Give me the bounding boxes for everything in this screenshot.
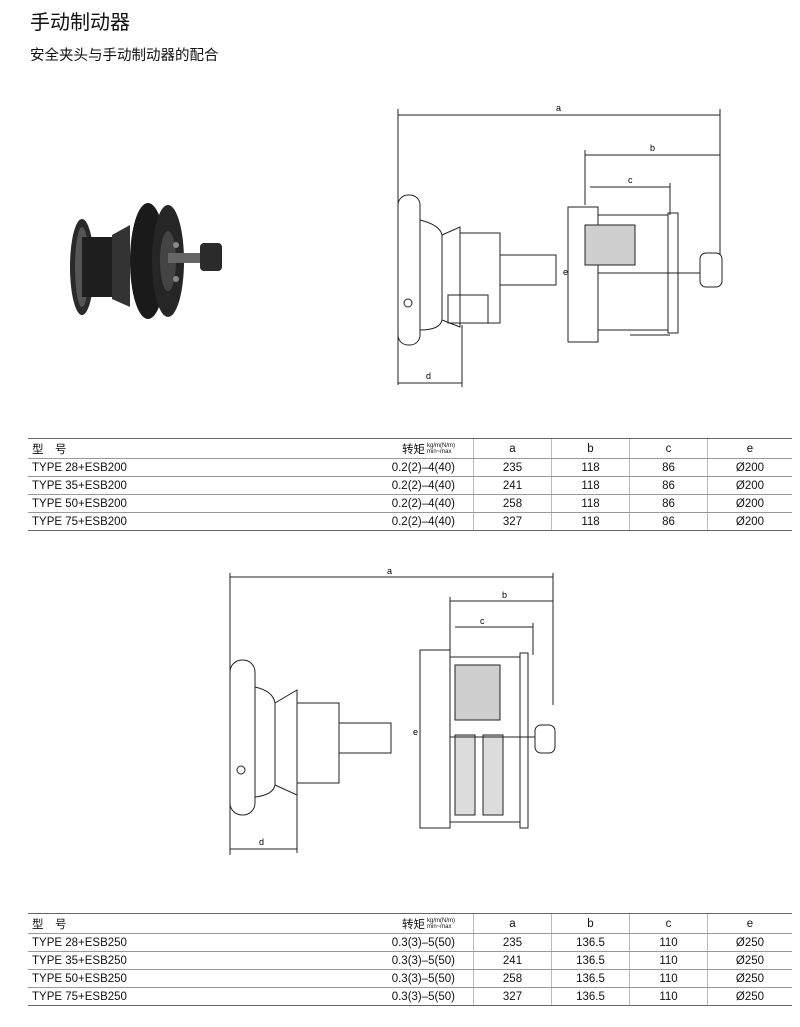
header-model: 型 号 xyxy=(28,913,347,934)
cell-c: 110 xyxy=(629,969,708,988)
cell-torque: 0.3(3)–5(50) xyxy=(347,933,474,952)
cell-a: 235 xyxy=(473,933,552,952)
cell-b: 136.5 xyxy=(551,987,630,1006)
cell-b: 136.5 xyxy=(551,933,630,952)
dim-label-e: e xyxy=(563,267,568,277)
header-c: c xyxy=(629,913,708,934)
cell-torque: 0.3(3)–5(50) xyxy=(347,969,474,988)
cell-b: 118 xyxy=(551,494,630,513)
cell-b: 118 xyxy=(551,512,630,531)
cell-a: 241 xyxy=(473,951,552,970)
cell-torque: 0.3(3)–5(50) xyxy=(347,987,474,1006)
header-b: b xyxy=(551,438,630,459)
cell-b: 118 xyxy=(551,476,630,495)
technical-drawing-esb200: a b c d e xyxy=(397,103,723,387)
product-photo xyxy=(70,203,222,319)
dim-label-c: c xyxy=(628,175,633,185)
header-c: c xyxy=(629,438,708,459)
table-row: TYPE 35+ESB250 0.3(3)–5(50) 241 136.5 11… xyxy=(28,951,792,970)
header-e: e xyxy=(707,913,792,934)
page-title: 手动制动器 xyxy=(30,10,130,34)
cell-e: Ø200 xyxy=(707,512,792,531)
dim-label-c: c xyxy=(480,616,485,626)
dim-label-d: d xyxy=(426,371,431,381)
cell-e: Ø200 xyxy=(707,476,792,495)
cell-e: Ø200 xyxy=(707,458,792,477)
table-row: TYPE 28+ESB250 0.3(3)–5(50) 235 136.5 11… xyxy=(28,933,792,952)
cell-a: 235 xyxy=(473,458,552,477)
header-e: e xyxy=(707,438,792,459)
cell-c: 110 xyxy=(629,987,708,1006)
header-a: a xyxy=(473,438,552,459)
cell-c: 110 xyxy=(629,951,708,970)
dim-label-b: b xyxy=(650,143,655,153)
dim-label-a: a xyxy=(556,103,561,113)
header-torque-unit-bottom: min~max xyxy=(427,924,452,931)
header-torque-unit-top: kg/m(N/m) xyxy=(427,918,455,925)
header-torque-unit-bottom: min~max xyxy=(427,449,452,456)
dim-label-d: d xyxy=(259,837,264,847)
dim-label-e: e xyxy=(413,727,418,737)
dim-label-a: a xyxy=(387,566,392,576)
cell-model: TYPE 50+ESB250 xyxy=(28,969,347,988)
cell-a: 258 xyxy=(473,494,552,513)
cell-torque: 0.2(2)–4(40) xyxy=(347,458,474,477)
table-row: TYPE 28+ESB200 0.2(2)–4(40) 235 118 86 Ø… xyxy=(28,458,792,477)
cell-torque: 0.2(2)–4(40) xyxy=(347,476,474,495)
dim-label-b: b xyxy=(502,590,507,600)
header-a: a xyxy=(473,913,552,934)
cell-b: 136.5 xyxy=(551,969,630,988)
cell-torque: 0.2(2)–4(40) xyxy=(347,512,474,531)
table-row: TYPE 35+ESB200 0.2(2)–4(40) 241 118 86 Ø… xyxy=(28,476,792,495)
cell-e: Ø250 xyxy=(707,933,792,952)
cell-c: 86 xyxy=(629,494,708,513)
cell-model: TYPE 28+ESB250 xyxy=(28,933,347,952)
cell-model: TYPE 75+ESB250 xyxy=(28,987,347,1006)
cell-c: 86 xyxy=(629,476,708,495)
cell-e: Ø250 xyxy=(707,969,792,988)
cell-e: Ø200 xyxy=(707,494,792,513)
cell-torque: 0.3(3)–5(50) xyxy=(347,951,474,970)
cell-b: 118 xyxy=(551,458,630,477)
header-torque-unit-top: kg/m(N/m) xyxy=(427,443,455,450)
cell-model: TYPE 35+ESB250 xyxy=(28,951,347,970)
cell-c: 86 xyxy=(629,512,708,531)
cell-a: 258 xyxy=(473,969,552,988)
cell-b: 136.5 xyxy=(551,951,630,970)
cell-c: 110 xyxy=(629,933,708,952)
cell-a: 327 xyxy=(473,987,552,1006)
cell-a: 241 xyxy=(473,476,552,495)
page-subtitle: 安全夹头与手动制动器的配合 xyxy=(30,48,219,64)
cell-e: Ø250 xyxy=(707,951,792,970)
cell-e: Ø250 xyxy=(707,987,792,1006)
table-row: TYPE 50+ESB250 0.3(3)–5(50) 258 136.5 11… xyxy=(28,969,792,988)
table-row: TYPE 75+ESB200 0.2(2)–4(40) 327 118 86 Ø… xyxy=(28,512,792,531)
cell-torque: 0.2(2)–4(40) xyxy=(347,494,474,513)
header-model: 型 号 xyxy=(28,438,347,459)
cell-model: TYPE 35+ESB200 xyxy=(28,476,347,495)
cell-a: 327 xyxy=(473,512,552,531)
cell-model: TYPE 28+ESB200 xyxy=(28,458,347,477)
cell-c: 86 xyxy=(629,458,708,477)
cell-model: TYPE 50+ESB200 xyxy=(28,494,347,513)
header-b: b xyxy=(551,913,630,934)
table-row: TYPE 50+ESB200 0.2(2)–4(40) 258 118 86 Ø… xyxy=(28,494,792,513)
table-row: TYPE 75+ESB250 0.3(3)–5(50) 327 136.5 11… xyxy=(28,987,792,1006)
cell-model: TYPE 75+ESB200 xyxy=(28,512,347,531)
technical-drawing-esb250: a b c d e xyxy=(229,566,556,855)
